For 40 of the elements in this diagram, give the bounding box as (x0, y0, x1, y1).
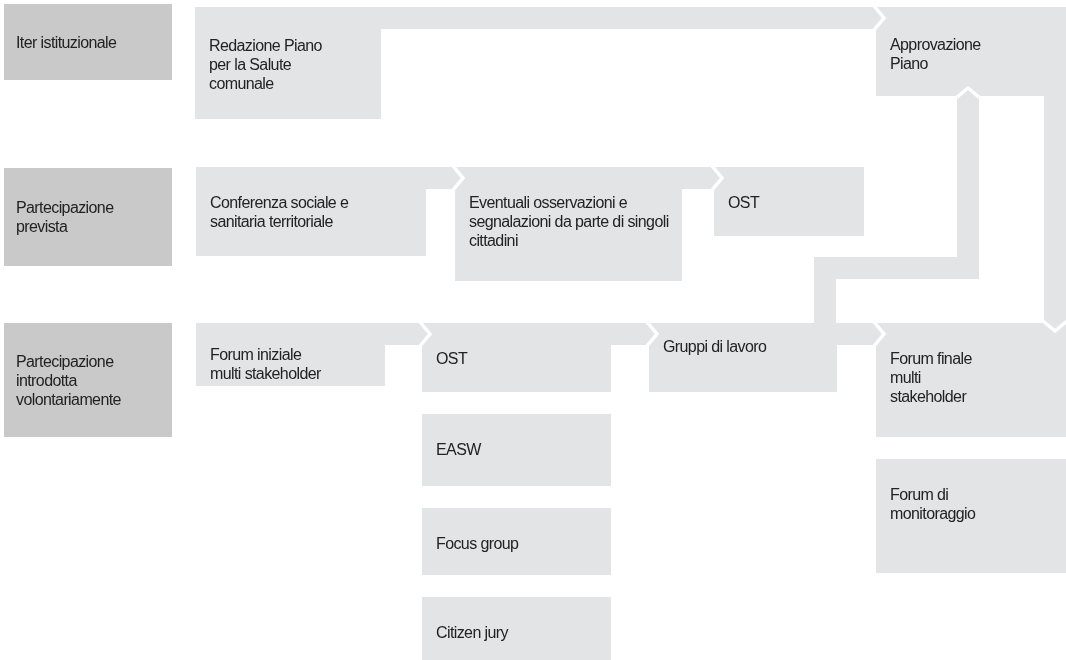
box-text: Focus group (436, 534, 520, 553)
process-box (196, 167, 426, 256)
box-text: Approvazione Piano (890, 35, 982, 73)
process-box (455, 167, 682, 281)
box-text: Redazione Piano per la Salute comunale (209, 36, 323, 93)
box-text: Forum finale multi stakeholder (890, 349, 973, 406)
band-arrow (611, 320, 659, 348)
row-header (4, 4, 172, 80)
process-box (876, 7, 1066, 96)
band-arrow (426, 164, 465, 192)
process-box (649, 323, 837, 392)
band-arrow (385, 320, 432, 348)
box-text: OST (436, 349, 469, 368)
process-box (422, 508, 611, 575)
band-arrow (814, 86, 982, 323)
box-text: OST (728, 193, 761, 212)
box-text: Gruppi di lavoro (663, 337, 768, 356)
process-box (195, 7, 381, 119)
row-header (4, 168, 172, 266)
process-box (876, 323, 1066, 437)
process-box (714, 167, 864, 236)
box-text: Partecipazione prevista (16, 198, 115, 236)
box-text: Partecipazione introdotta volontariamente (16, 351, 122, 409)
process-box (422, 323, 611, 392)
box-text: Forum di monitoraggio (890, 485, 977, 523)
row-header (4, 323, 172, 437)
process-box (196, 323, 385, 386)
box-text: Citizen jury (436, 623, 510, 642)
box-text: Forum iniziale multi stakeholder (210, 345, 322, 383)
band-arrow (682, 164, 724, 192)
band-arrow (1041, 96, 1066, 333)
process-box (422, 597, 611, 660)
box-text: Eventuali osservazioni e segnalazioni da parte di singoli cittadini (469, 193, 669, 250)
box-text: Conferenza sociale e sanitaria territoriale (210, 193, 350, 231)
box-text: EASW (436, 440, 483, 459)
box-text: Iter istituzionale (16, 32, 117, 52)
process-box (422, 414, 611, 486)
process-box (876, 459, 1066, 573)
band-arrow (837, 320, 886, 348)
band-arrow (381, 4, 886, 32)
